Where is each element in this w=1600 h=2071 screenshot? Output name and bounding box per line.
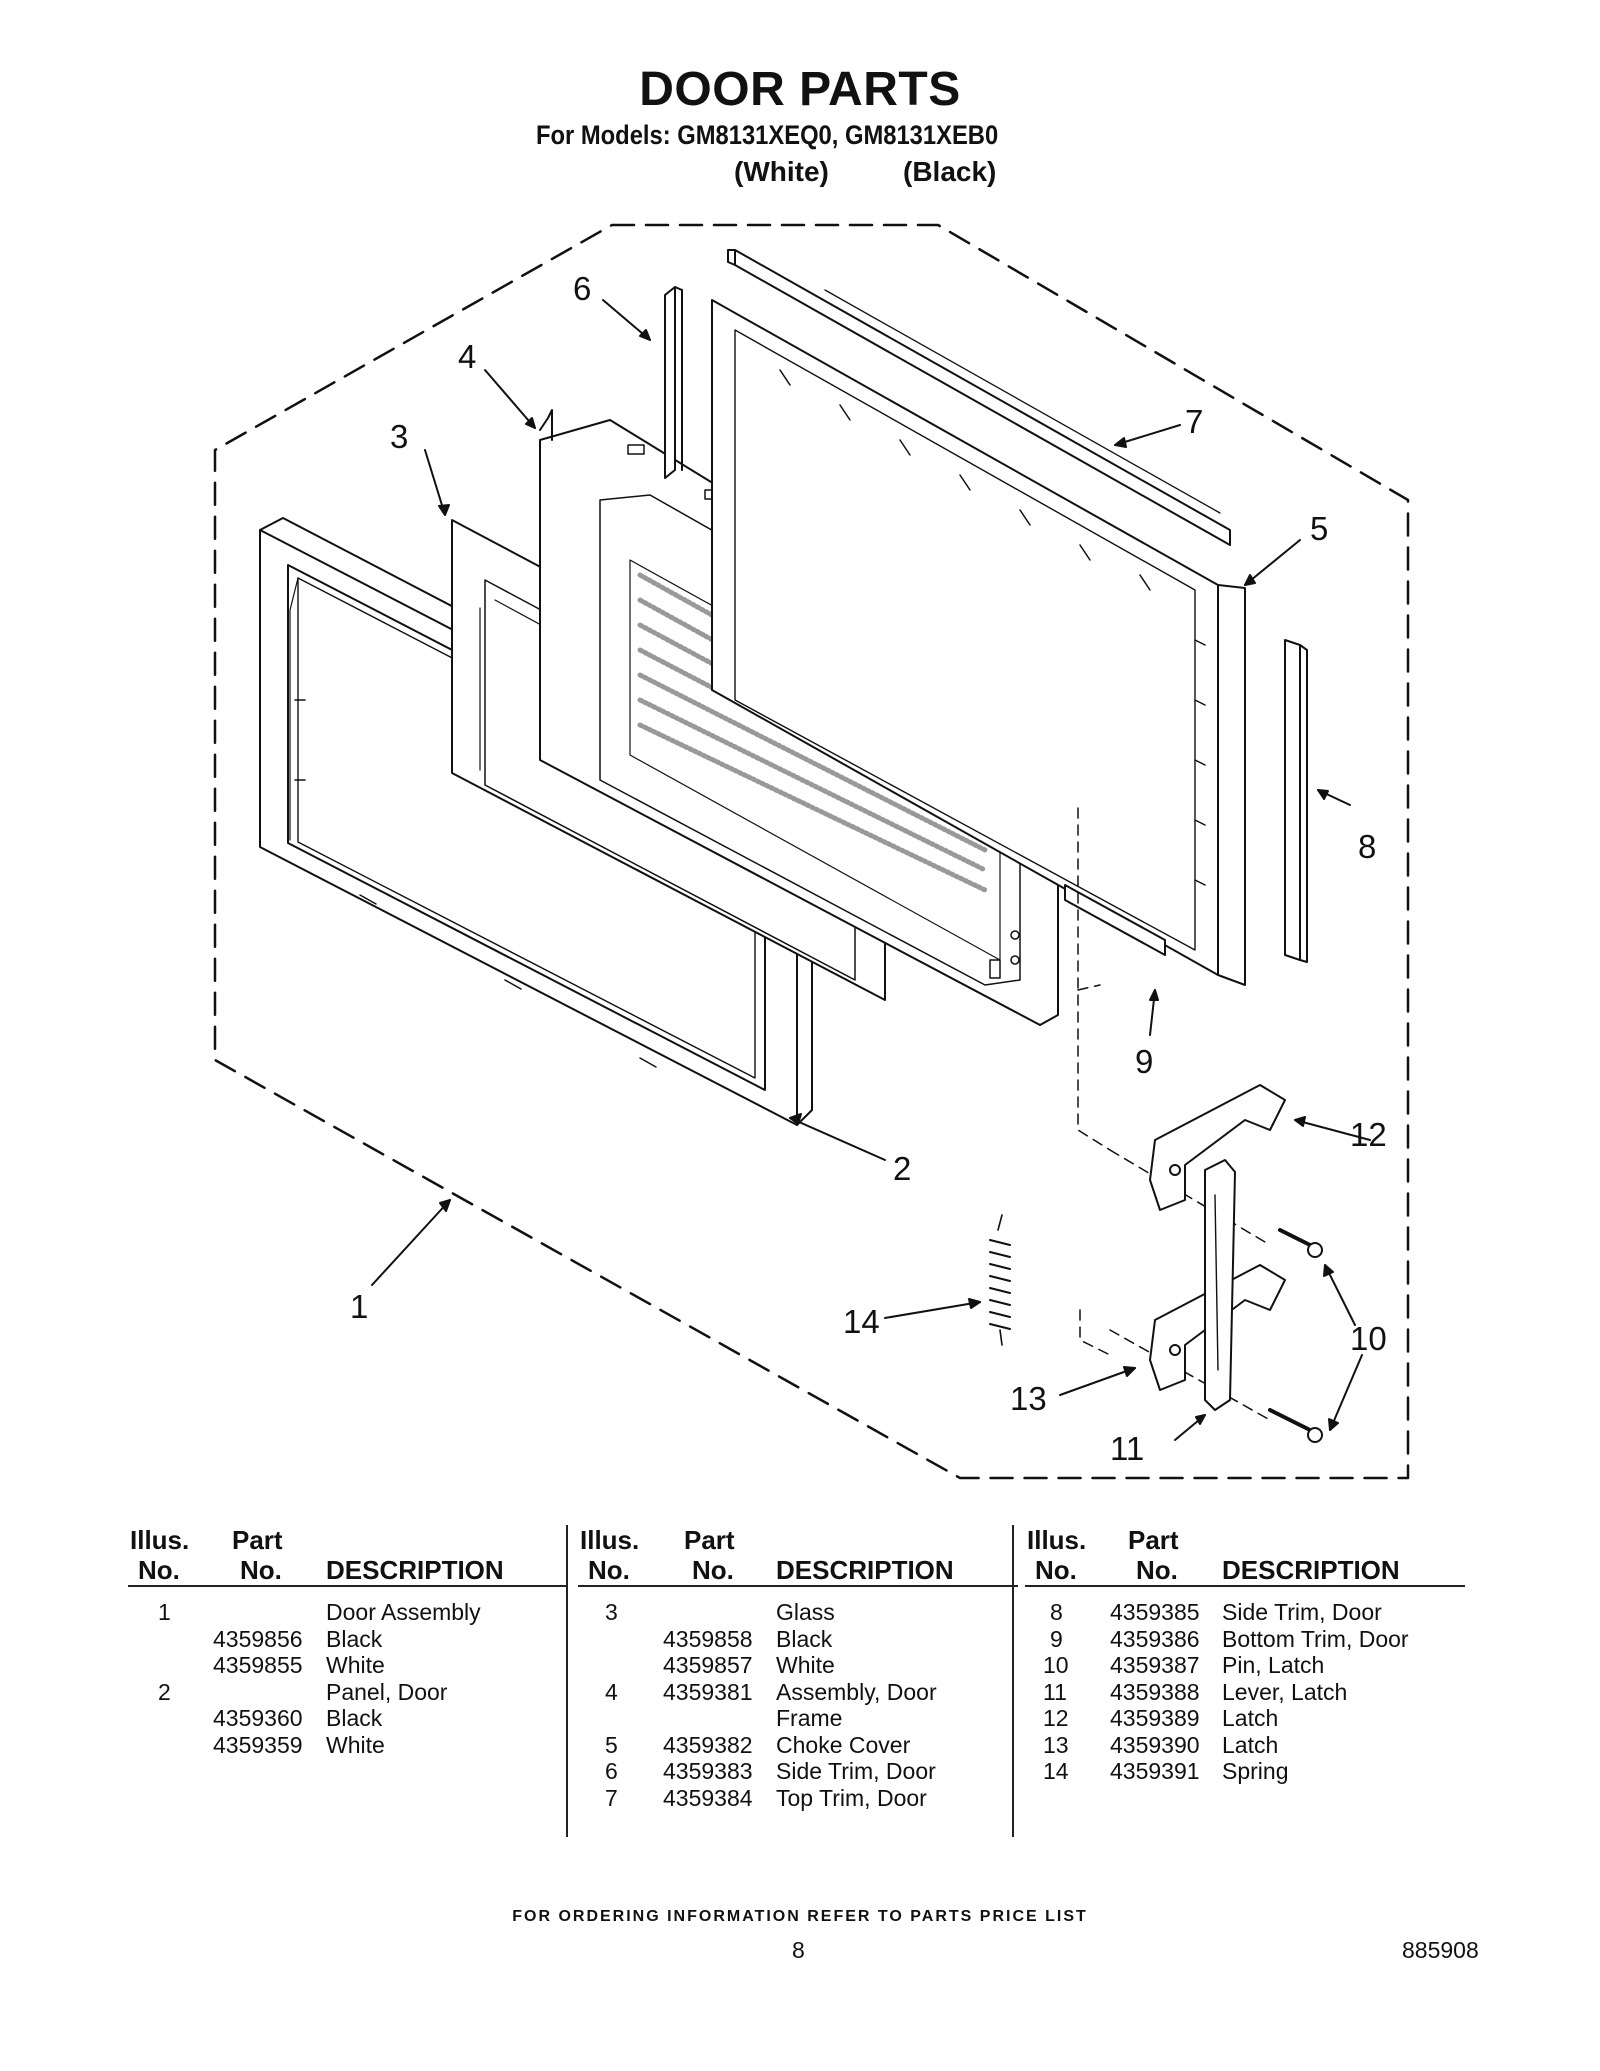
exploded-parts-diagram	[213, 223, 1410, 1480]
header-description: DESCRIPTION	[776, 1555, 954, 1585]
variant-white: (White)	[734, 156, 829, 187]
callout-7: 7	[1185, 403, 1204, 440]
side-trim-right	[1284, 639, 1308, 963]
header-part-no: No.	[692, 1555, 734, 1585]
callout-4: 4	[458, 338, 477, 375]
variant-black: (Black)	[903, 156, 997, 187]
latch-pins	[1268, 1228, 1323, 1443]
header-description: DESCRIPTION	[1222, 1555, 1400, 1585]
side-trim-left	[664, 286, 683, 479]
column-divider	[566, 1525, 568, 1837]
callout-2: 2	[893, 1150, 912, 1187]
latch-upper	[1149, 1084, 1286, 1211]
callout-12: 12	[1350, 1116, 1387, 1153]
header-part-no: No.	[240, 1555, 282, 1585]
spring	[989, 1214, 1011, 1346]
diagram-boundary	[213, 223, 1410, 1480]
header-part: Part	[684, 1525, 735, 1555]
callout-13: 13	[1010, 1380, 1047, 1417]
header-illus-no: No.	[588, 1555, 630, 1585]
header-description: DESCRIPTION	[326, 1555, 504, 1585]
header-illus: Illus.	[130, 1525, 190, 1555]
callout-8: 8	[1358, 828, 1377, 865]
header-illus: Illus.	[1027, 1525, 1087, 1555]
document-number: 885908	[1402, 1937, 1479, 1963]
callout-3: 3	[390, 418, 409, 455]
callout-6: 6	[573, 270, 592, 307]
callout-10: 10	[1350, 1320, 1387, 1357]
header-part-no: No.	[1136, 1555, 1178, 1585]
table-header: Illus. No. Part No. DESCRIPTION	[578, 1525, 1018, 1587]
callout-1: 1	[350, 1288, 369, 1325]
models-line: For Models: GM8131XEQ0, GM8131XEB0	[536, 120, 999, 150]
page-number: 8	[792, 1937, 805, 1963]
header-part: Part	[232, 1525, 283, 1555]
latch-lever	[1204, 1159, 1236, 1411]
callout-14: 14	[843, 1303, 880, 1340]
bottom-trim	[1064, 884, 1166, 956]
callout-5: 5	[1310, 510, 1329, 547]
header-part: Part	[1128, 1525, 1179, 1555]
hidden-lines	[1077, 807, 1271, 1421]
page-title: DOOR PARTS	[639, 63, 961, 116]
ordering-note: FOR ORDERING INFORMATION REFER TO PARTS …	[512, 1908, 1088, 1925]
callout-9: 9	[1135, 1043, 1154, 1080]
table-header: Illus. No. Part No. DESCRIPTION	[1025, 1525, 1465, 1587]
callout-11: 11	[1110, 1430, 1145, 1467]
table-row: Frame	[776, 1705, 843, 1731]
top-trim	[727, 249, 1231, 546]
table-header: Illus. No. Part No. DESCRIPTION	[128, 1525, 568, 1587]
leader-arrows	[371, 299, 1371, 1441]
header-illus-no: No.	[1035, 1555, 1077, 1585]
column-divider	[1012, 1525, 1014, 1837]
header-illus: Illus.	[580, 1525, 640, 1555]
choke-cover	[711, 299, 1246, 986]
header-illus-no: No.	[138, 1555, 180, 1585]
